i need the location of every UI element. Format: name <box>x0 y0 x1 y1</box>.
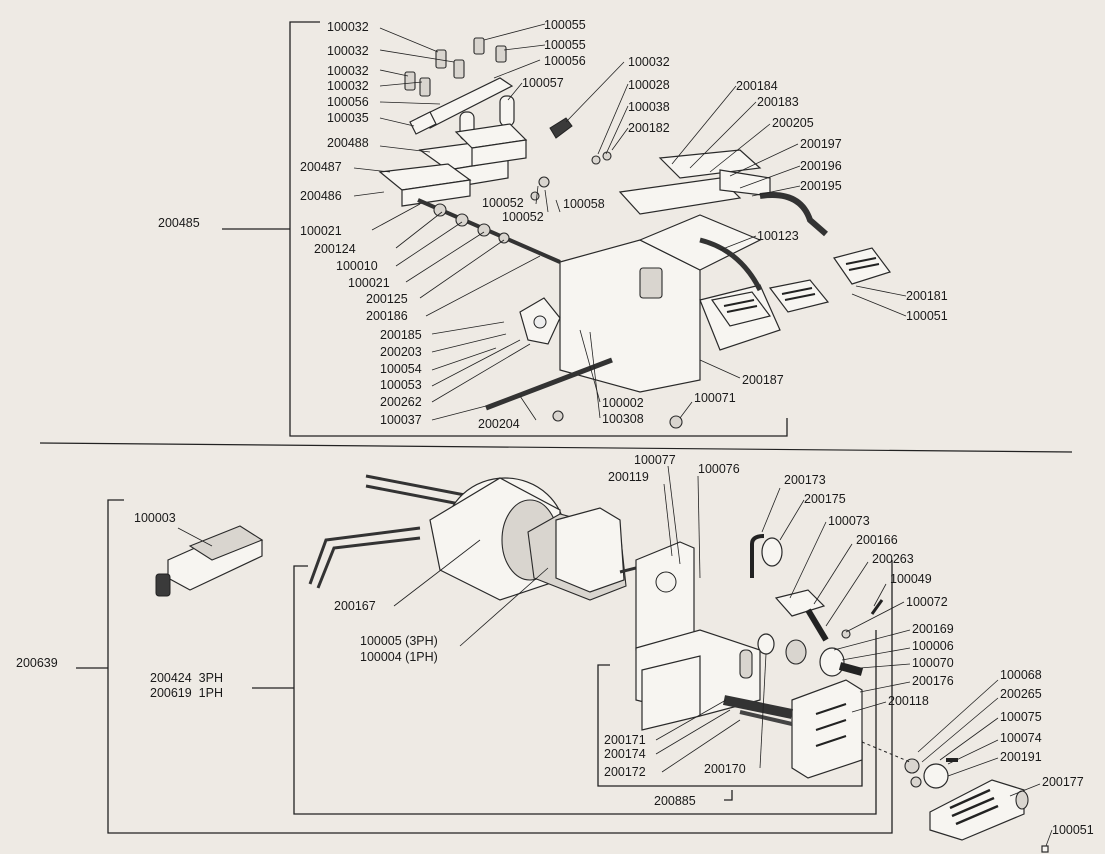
label-200204: 200204 <box>478 417 520 431</box>
label-200182: 200182 <box>628 121 670 135</box>
label-100005: 100005 (3PH) <box>360 634 438 648</box>
label-200119: 200119 <box>608 470 649 484</box>
top-assembly-brackets <box>222 21 788 437</box>
label-100051a: 100051 <box>906 309 948 323</box>
label-200486: 200486 <box>300 189 342 203</box>
label-100053: 100053 <box>380 378 422 392</box>
label-200187: 200187 <box>742 373 784 387</box>
label-100032d: 100032 <box>327 79 369 93</box>
label-200167: 200167 <box>334 599 376 613</box>
label-100308: 100308 <box>602 412 644 426</box>
label-200191: 200191 <box>1000 750 1042 764</box>
label-200619: 200619 1PH <box>150 686 223 700</box>
label-100056b: 100056 <box>327 95 369 109</box>
label-200263: 200263 <box>872 552 914 566</box>
part-number-labels: 100032 100055 100032 100055 100032 10005… <box>16 18 1094 837</box>
label-100054: 100054 <box>380 362 422 376</box>
label-100004: 100004 (1PH) <box>360 650 438 664</box>
bottom-leader-lines <box>177 465 1053 847</box>
section-divider <box>39 442 1073 453</box>
label-200885: 200885 <box>654 794 696 808</box>
label-100010: 100010 <box>336 259 378 273</box>
label-200177: 200177 <box>1042 775 1084 789</box>
label-200172: 200172 <box>604 765 646 779</box>
label-100073: 100073 <box>828 514 870 528</box>
label-200184: 200184 <box>736 79 778 93</box>
label-100072: 100072 <box>906 595 948 609</box>
label-200124: 200124 <box>314 242 356 256</box>
label-100052b: 100052 <box>502 210 544 224</box>
label-200262: 200262 <box>380 395 422 409</box>
label-200203: 200203 <box>380 345 422 359</box>
label-100057: 100057 <box>522 76 564 90</box>
label-200175: 200175 <box>804 492 846 506</box>
label-100032a: 100032 <box>327 20 369 34</box>
label-200197: 200197 <box>800 137 842 151</box>
label-100051b: 100051 <box>1052 823 1094 837</box>
label-100071: 100071 <box>694 391 736 405</box>
motor-pump-parts <box>155 474 1049 853</box>
label-100058: 100058 <box>563 197 605 211</box>
label-100006: 100006 <box>912 639 954 653</box>
label-200186: 200186 <box>366 309 408 323</box>
label-200488: 200488 <box>327 136 369 150</box>
label-100038: 100038 <box>628 100 670 114</box>
label-100055b: 100055 <box>544 38 586 52</box>
label-100052a: 100052 <box>482 196 524 210</box>
label-200195: 200195 <box>800 179 842 193</box>
label-200424: 200424 3PH <box>150 671 223 685</box>
label-200196: 200196 <box>800 159 842 173</box>
label-200169: 200169 <box>912 622 954 636</box>
label-100032e: 100032 <box>628 55 670 69</box>
label-100076: 100076 <box>698 462 740 476</box>
label-100123: 100123 <box>757 229 799 243</box>
label-200173: 200173 <box>784 473 826 487</box>
label-100035: 100035 <box>327 111 369 125</box>
label-200171: 200171 <box>604 733 646 747</box>
valve-block-parts <box>378 37 891 429</box>
label-100003: 100003 <box>134 511 176 525</box>
label-100021a: 100021 <box>300 224 342 238</box>
label-100002: 100002 <box>602 396 644 410</box>
label-200125: 200125 <box>366 292 408 306</box>
label-200265: 200265 <box>1000 687 1042 701</box>
label-100028: 100028 <box>628 78 670 92</box>
label-100070: 100070 <box>912 656 954 670</box>
label-100032b: 100032 <box>327 44 369 58</box>
label-200183: 200183 <box>757 95 799 109</box>
label-100032c: 100032 <box>327 64 369 78</box>
label-100037: 100037 <box>380 413 422 427</box>
label-200639: 200639 <box>16 656 58 670</box>
label-100077: 100077 <box>634 453 676 467</box>
label-200205: 200205 <box>772 116 814 130</box>
label-100074: 100074 <box>1000 731 1042 745</box>
label-100068: 100068 <box>1000 668 1042 682</box>
label-200181: 200181 <box>906 289 948 303</box>
label-100049: 100049 <box>890 572 932 586</box>
label-200485: 200485 <box>158 216 200 230</box>
top-leader-lines <box>353 23 907 421</box>
label-100021b: 100021 <box>348 276 390 290</box>
label-200487: 200487 <box>300 160 342 174</box>
label-100056a: 100056 <box>544 54 586 68</box>
label-100075: 100075 <box>1000 710 1042 724</box>
label-200118: 200118 <box>888 694 929 708</box>
bottom-assembly-brackets <box>76 499 893 834</box>
label-100055a: 100055 <box>544 18 586 32</box>
label-200176: 200176 <box>912 674 954 688</box>
label-200170: 200170 <box>704 762 746 776</box>
label-200166: 200166 <box>856 533 898 547</box>
label-200174: 200174 <box>604 747 646 761</box>
label-200185: 200185 <box>380 328 422 342</box>
